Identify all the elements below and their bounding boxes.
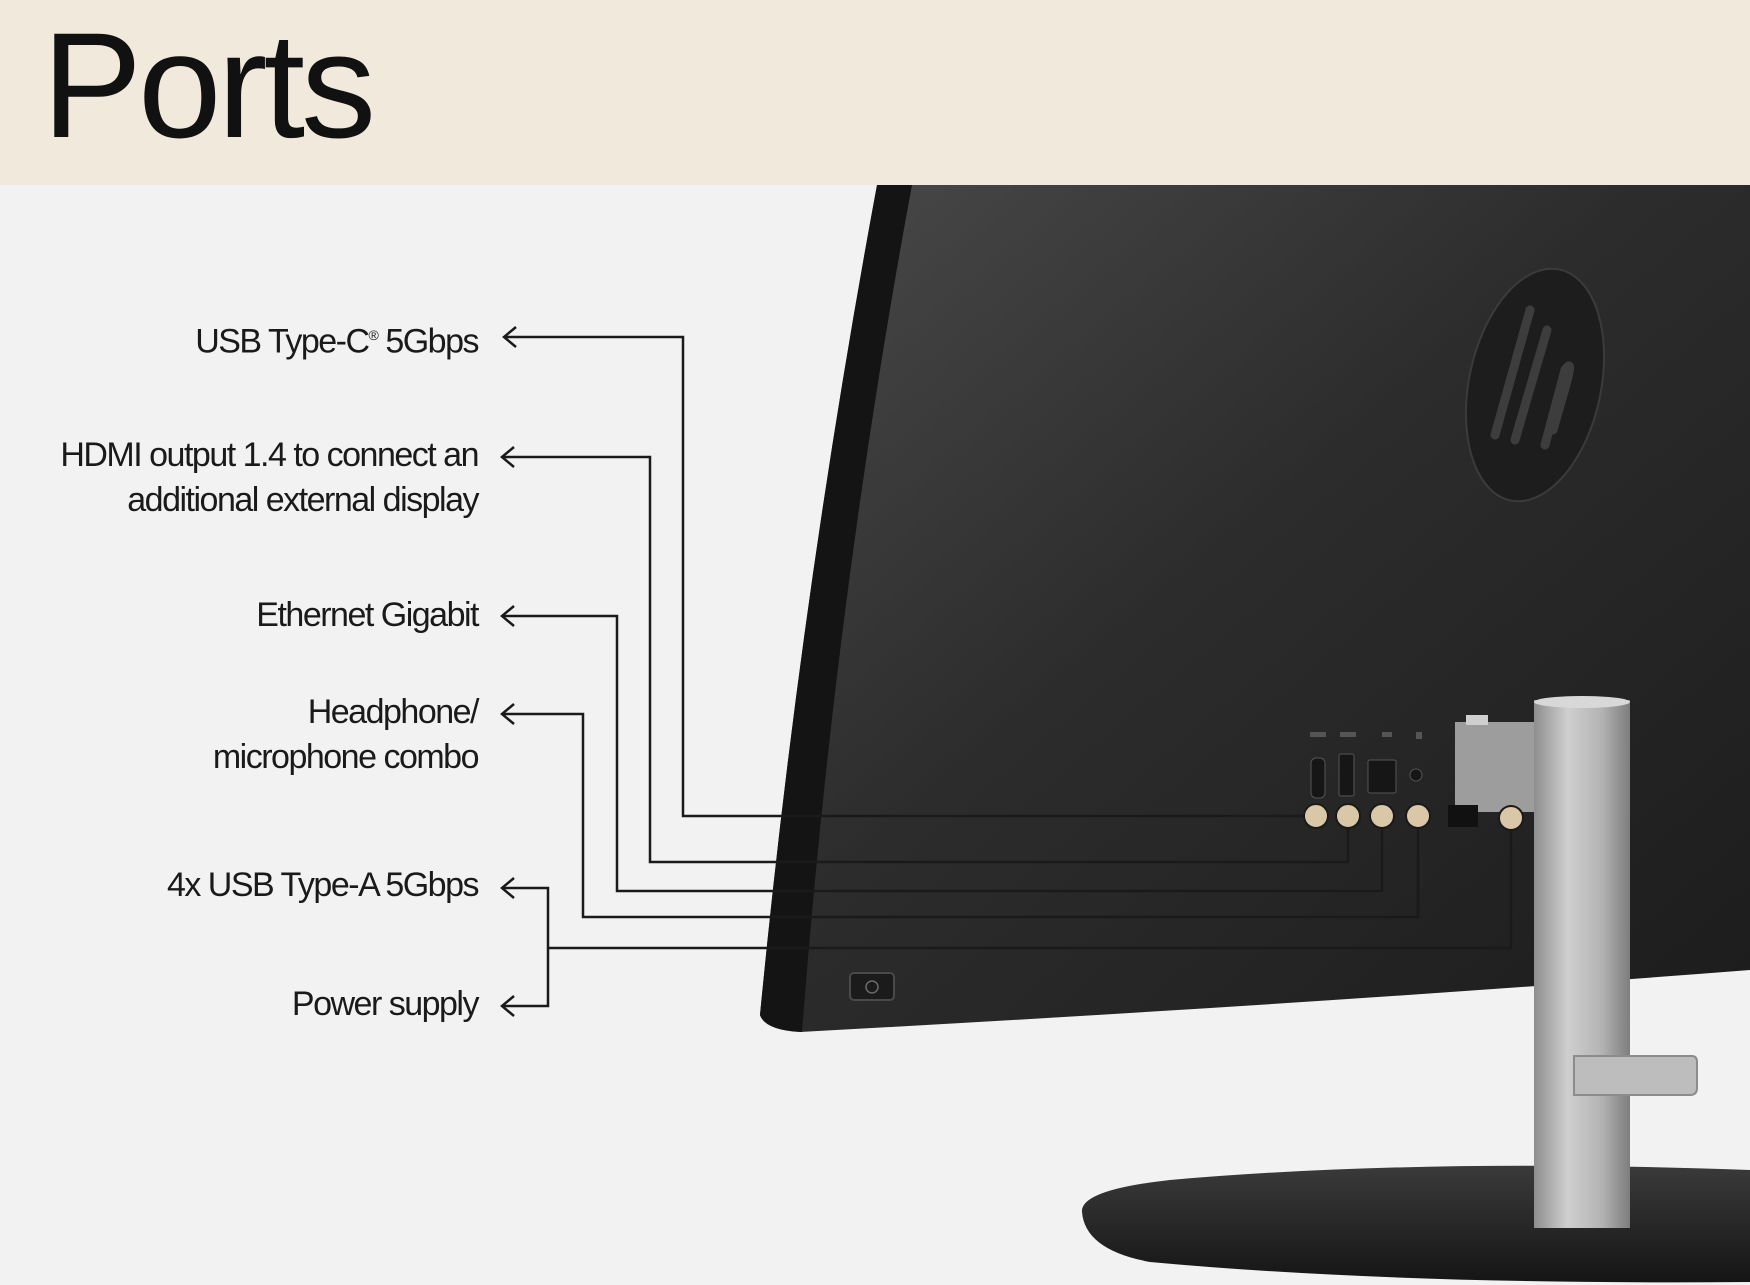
power-button-icon — [849, 972, 895, 1001]
leader-power-port-marker — [1498, 805, 1524, 831]
header-banner — [0, 0, 1750, 185]
callout-usb-c-text: USB Type-C — [195, 322, 370, 361]
stand-pole — [1534, 700, 1630, 1228]
leader-audio — [502, 712, 1420, 919]
callout-hdmi: HDMI output 1.4 to connect an additional… — [60, 433, 479, 523]
arrowhead-1 — [500, 446, 515, 468]
callout-ethernet-text: Ethernet Gigabit — [256, 596, 479, 634]
leader-ethernet — [502, 614, 1384, 893]
arrowhead-5 — [500, 995, 515, 1017]
callout-power-text: Power supply — [291, 985, 480, 1023]
arrowhead-2 — [500, 605, 515, 627]
port-cluster — [1310, 732, 1423, 799]
arrowhead-3 — [500, 703, 515, 725]
trademark-mark: ® — [368, 327, 379, 343]
callout-power: Power supply — [291, 982, 480, 1027]
stand-bracket — [1455, 722, 1535, 812]
stand-hinge — [1448, 805, 1478, 827]
leader-usb-a — [502, 886, 550, 1008]
callout-usb-a: 4x USB Type-A 5Gbps — [166, 863, 480, 908]
stand-base — [1081, 1165, 1750, 1283]
monitor-edge — [760, 185, 912, 1032]
leader-lines — [500, 326, 1524, 1017]
arrowhead-0 — [502, 326, 517, 348]
arrowhead-4 — [500, 877, 515, 899]
cable-loop — [1573, 1055, 1698, 1096]
leader-usb-c — [504, 335, 1316, 818]
callout-hdmi-line-1: HDMI output 1.4 to connect an — [60, 436, 479, 474]
callout-audio: Headphone/ microphone combo — [212, 690, 480, 780]
hp-logo-icon — [1464, 267, 1606, 503]
leader-audio-port-marker — [1405, 803, 1431, 829]
callout-usb-a-text: 4x USB Type-A 5Gbps — [166, 866, 480, 904]
callout-usb-c-speed: 5Gbps — [385, 322, 479, 361]
callout-audio-line-1: Headphone/ — [307, 693, 480, 731]
leader-hdmi — [502, 455, 1350, 864]
page-title: Ports — [42, 1, 376, 169]
leader-power — [548, 818, 1513, 950]
callout-hdmi-line-2: additional external display — [127, 481, 479, 519]
callout-audio-line-2: microphone combo — [212, 738, 480, 776]
stand-bracket-top — [1466, 715, 1488, 725]
leader-ethernet-port-marker — [1369, 803, 1395, 829]
leader-usb-c-port-marker — [1303, 803, 1329, 829]
leader-hdmi-port-marker — [1335, 803, 1361, 829]
callout-usb-c: USB Type-C® 5Gbps — [195, 313, 479, 364]
callout-ethernet: Ethernet Gigabit — [256, 593, 479, 638]
